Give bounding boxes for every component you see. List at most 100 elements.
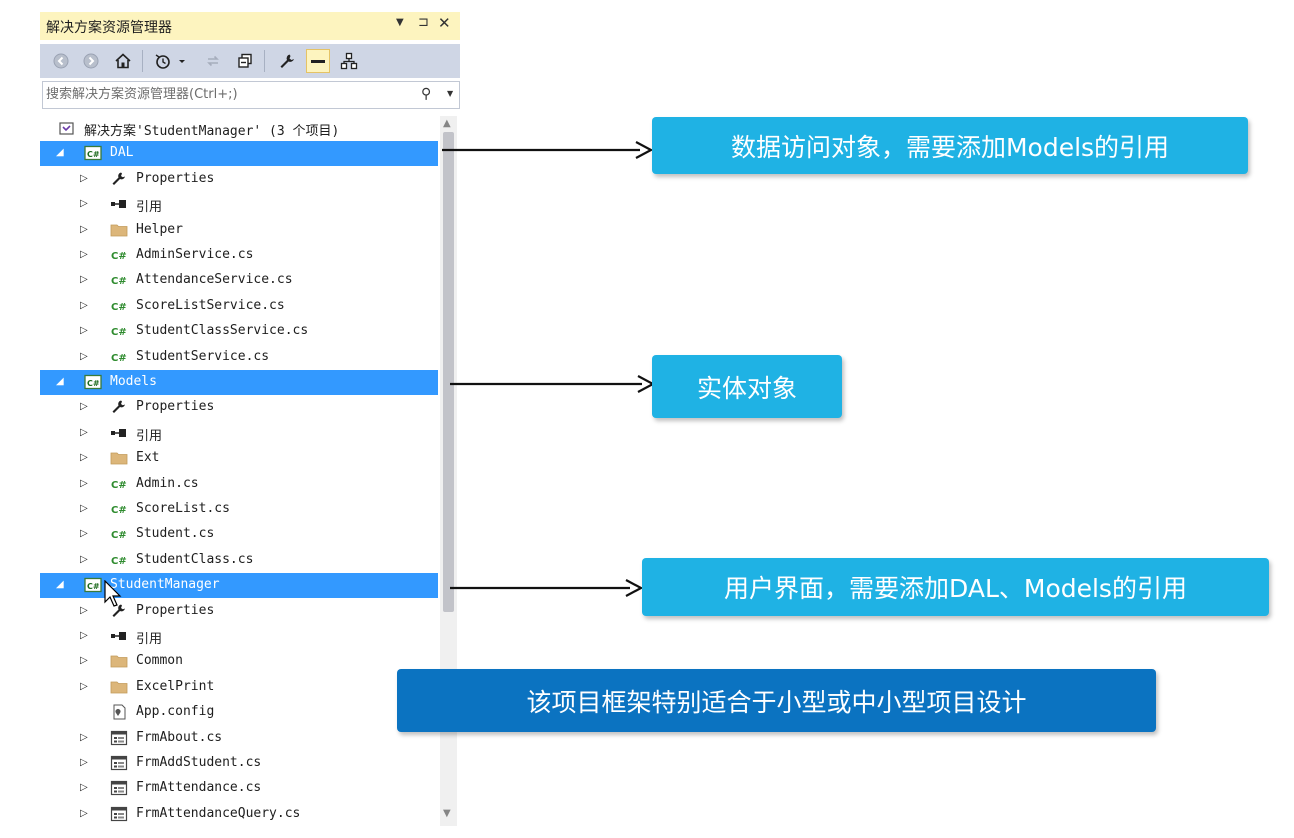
collapse-arrow-icon[interactable]: ◢ <box>56 147 64 158</box>
tree-item-adminservice-cs[interactable]: ▷C#AdminService.cs <box>40 243 438 268</box>
expand-arrow-icon[interactable]: ▷ <box>80 198 88 209</box>
back-icon[interactable] <box>50 50 72 72</box>
tree-item-app-config[interactable]: App.config <box>40 700 438 725</box>
tree-item-label: Student.cs <box>136 526 215 541</box>
panel-dropdown-icon[interactable]: ▼ <box>396 17 404 28</box>
expand-arrow-icon[interactable]: ▷ <box>80 478 88 489</box>
tree-item-frmaddstudent-cs[interactable]: ▷FrmAddStudent.cs <box>40 751 438 776</box>
tree-item-excelprint[interactable]: ▷ExcelPrint <box>40 675 438 700</box>
svg-text:C#: C# <box>87 150 100 159</box>
expand-arrow-icon[interactable]: ▷ <box>80 224 88 235</box>
history-dropdown-icon[interactable] <box>176 50 188 72</box>
project-node-dal[interactable]: ◢C#DAL <box>40 141 438 166</box>
tree-item-studentservice-cs[interactable]: ▷C#StudentService.cs <box>40 345 438 370</box>
solution-node[interactable]: 解决方案'StudentManager' (3 个项目) <box>40 116 438 141</box>
tree-item-label: FrmAttendanceQuery.cs <box>136 806 301 821</box>
project-node-studentmanager[interactable]: ◢C#StudentManager <box>40 573 438 598</box>
search-options-dropdown-icon[interactable]: ▼ <box>447 89 454 98</box>
expand-arrow-icon[interactable]: ▷ <box>80 808 88 819</box>
tree-item-references[interactable]: ▷ 引用 <box>40 192 438 217</box>
expand-arrow-icon[interactable]: ▷ <box>80 528 88 539</box>
folder-icon <box>110 653 128 669</box>
search-input[interactable] <box>46 85 406 103</box>
tree-item-ext[interactable]: ▷Ext <box>40 446 438 471</box>
tree-item-references[interactable]: ▷引用 <box>40 421 438 446</box>
close-icon[interactable]: ✕ <box>438 14 451 32</box>
tree-item-properties[interactable]: ▷ Properties <box>40 395 438 420</box>
project-node-models[interactable]: ◢ C# Models <box>40 370 438 395</box>
tree-item-student-cs[interactable]: ▷C#Student.cs <box>40 522 438 547</box>
csharp-project-icon: C# <box>84 145 102 161</box>
expand-arrow-icon[interactable]: ▷ <box>80 173 88 184</box>
properties-wrench-icon[interactable] <box>276 50 298 72</box>
collapse-arrow-icon[interactable]: ◢ <box>56 376 64 387</box>
tree-item-label: Properties <box>136 171 215 186</box>
tree-item-common[interactable]: ▷Common <box>40 649 438 674</box>
expand-arrow-icon[interactable]: ▷ <box>80 630 88 641</box>
solution-explorer-panel: 解决方案资源管理器 ▼ ⊐ ✕ <box>40 12 460 832</box>
tree-item-label: Models <box>110 374 157 389</box>
csharp-file-icon: C# <box>110 247 128 263</box>
svg-text:C#: C# <box>87 379 100 388</box>
folder-icon <box>110 222 128 238</box>
collapse-arrow-icon[interactable]: ◢ <box>56 579 64 590</box>
expand-arrow-icon[interactable]: ▷ <box>80 452 88 463</box>
arrow-dal <box>442 141 654 159</box>
tree-item-properties[interactable]: ▷ Properties <box>40 167 438 192</box>
tree-item-scorelistservice-cs[interactable]: ▷C#ScoreListService.cs <box>40 294 438 319</box>
svg-text:C#: C# <box>111 480 127 491</box>
tree-item-references[interactable]: ▷ 引用 <box>40 624 438 649</box>
tree-scrollbar[interactable]: ▲ ▼ <box>440 116 457 826</box>
tree-item-properties[interactable]: ▷Properties <box>40 599 438 624</box>
collapse-all-icon[interactable] <box>234 50 256 72</box>
expand-arrow-icon[interactable]: ▷ <box>80 732 88 743</box>
panel-title-bar: 解决方案资源管理器 ▼ ⊐ ✕ <box>40 12 460 40</box>
expand-arrow-icon[interactable]: ▷ <box>80 351 88 362</box>
scroll-thumb[interactable] <box>443 132 454 612</box>
tree-item-label: 引用 <box>136 200 163 215</box>
search-icon[interactable]: ⚲ <box>421 86 432 102</box>
scroll-down-arrow[interactable]: ▼ <box>443 808 451 819</box>
expand-arrow-icon[interactable]: ▷ <box>80 655 88 666</box>
tree-item-studentclassservice-cs[interactable]: ▷C#StudentClassService.cs <box>40 319 438 344</box>
expand-arrow-icon[interactable]: ▷ <box>80 503 88 514</box>
expand-arrow-icon[interactable]: ▷ <box>80 274 88 285</box>
pending-changes-icon[interactable] <box>306 49 330 73</box>
svg-text:C#: C# <box>111 353 127 364</box>
references-icon <box>110 425 128 441</box>
tree-item-admin-cs[interactable]: ▷C#Admin.cs <box>40 472 438 497</box>
tree-item-scorelist-cs[interactable]: ▷ C# ScoreList.cs <box>40 497 438 522</box>
expand-arrow-icon[interactable]: ▷ <box>80 782 88 793</box>
tree-item-label: 引用 <box>136 632 163 647</box>
svg-text:C#: C# <box>111 505 127 516</box>
expand-arrow-icon[interactable]: ▷ <box>80 249 88 260</box>
scroll-up-arrow[interactable]: ▲ <box>443 118 451 129</box>
expand-arrow-icon[interactable]: ▷ <box>80 300 88 311</box>
refresh-icon[interactable] <box>202 50 224 72</box>
expand-arrow-icon[interactable]: ▷ <box>80 401 88 412</box>
wrench-icon <box>110 399 128 415</box>
tree-item-helper[interactable]: ▷Helper <box>40 218 438 243</box>
expand-arrow-icon[interactable]: ▷ <box>80 325 88 336</box>
expand-arrow-icon[interactable]: ▷ <box>80 554 88 565</box>
tree-item-label: Properties <box>136 399 215 414</box>
solution-icon <box>58 120 76 136</box>
tree-item-frmattendance-cs[interactable]: ▷FrmAttendance.cs <box>40 776 438 801</box>
expand-arrow-icon[interactable]: ▷ <box>80 605 88 616</box>
tree-item-frmattendancequery-cs[interactable]: ▷ FrmAttendanceQuery.cs <box>40 802 438 827</box>
csharp-file-icon: C# <box>110 298 128 314</box>
expand-arrow-icon[interactable]: ▷ <box>80 427 88 438</box>
search-box[interactable]: ⚲ ▼ <box>42 81 460 109</box>
forward-icon[interactable] <box>80 50 102 72</box>
tree-item-attendanceservice-cs[interactable]: ▷C#AttendanceService.cs <box>40 268 438 293</box>
tree-item-label: ScoreList.cs <box>136 501 230 516</box>
history-icon[interactable] <box>152 50 174 72</box>
pin-icon[interactable]: ⊐ <box>418 15 429 30</box>
tree-item-frmabout-cs[interactable]: ▷FrmAbout.cs <box>40 726 438 751</box>
form-file-icon <box>110 780 128 796</box>
expand-arrow-icon[interactable]: ▷ <box>80 681 88 692</box>
class-view-icon[interactable] <box>338 50 360 72</box>
expand-arrow-icon[interactable]: ▷ <box>80 757 88 768</box>
home-icon[interactable] <box>112 50 134 72</box>
tree-item-studentclass-cs[interactable]: ▷C#StudentClass.cs <box>40 548 438 573</box>
